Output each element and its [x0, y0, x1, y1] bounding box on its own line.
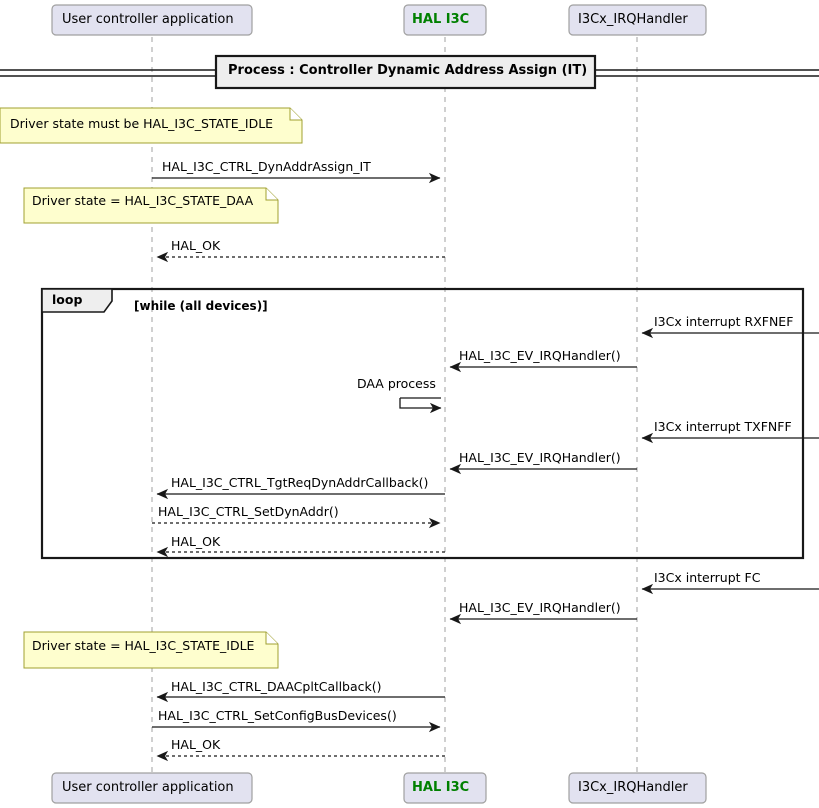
message-label-i3cx-interrupt-txfnff: I3Cx interrupt TXFNFF	[654, 419, 792, 434]
participant-label-hal-header: HAL I3C	[412, 12, 470, 27]
note-driver-state-idle-post	[23, 631, 279, 669]
note-text-driver-state-idle-post: Driver state = HAL_I3C_STATE_IDLE	[32, 638, 255, 653]
message-daa-process-self	[399, 397, 442, 414]
message-label-dynaddrassign-it: HAL_I3C_CTRL_DynAddrAssign_IT	[162, 159, 371, 174]
participant-label-user-header: User controller application	[62, 12, 234, 27]
message-label-daa-process: DAA process	[357, 376, 436, 391]
message-label-ev-irqhandler-1: HAL_I3C_EV_IRQHandler()	[459, 348, 621, 363]
process-divider	[0, 54, 819, 90]
participant-box-hal-footer[interactable]	[403, 772, 487, 804]
participant-label-irq-footer: I3Cx_IRQHandler	[578, 780, 688, 795]
participant-box-irq-header[interactable]	[568, 4, 707, 36]
message-label-daacpltcallback: HAL_I3C_CTRL_DAACpltCallback()	[171, 679, 382, 694]
participant-box-hal-header[interactable]	[403, 4, 487, 36]
note-driver-state-idle-pre	[0, 107, 303, 144]
participant-box-user-header[interactable]	[51, 4, 253, 36]
message-label-hal-ok-1: HAL_OK	[171, 238, 221, 253]
participant-box-user-footer[interactable]	[51, 772, 253, 804]
participant-box-irq-footer[interactable]	[568, 772, 707, 804]
participant-label-hal-footer: HAL I3C	[412, 780, 470, 795]
message-label-setconfigbusdevices: HAL_I3C_CTRL_SetConfigBusDevices()	[158, 708, 397, 723]
message-label-hal-ok-2: HAL_OK	[171, 534, 221, 549]
loop-frame-tab-label: loop	[52, 292, 83, 307]
loop-frame-guard-label: [while (all devices)]	[134, 299, 268, 313]
message-label-ev-irqhandler-3: HAL_I3C_EV_IRQHandler()	[459, 600, 621, 615]
note-text-driver-state-daa: Driver state = HAL_I3C_STATE_DAA	[32, 193, 254, 208]
message-label-ev-irqhandler-2: HAL_I3C_EV_IRQHandler()	[459, 450, 621, 465]
message-label-setdynaddr: HAL_I3C_CTRL_SetDynAddr()	[158, 504, 339, 519]
note-driver-state-daa	[23, 187, 279, 224]
message-label-i3cx-interrupt-fc: I3Cx interrupt FC	[654, 570, 761, 585]
message-label-hal-ok-3: HAL_OK	[171, 737, 221, 752]
note-text-driver-state-idle-pre: Driver state must be HAL_I3C_STATE_IDLE	[10, 116, 274, 131]
participant-label-irq-header: I3Cx_IRQHandler	[578, 12, 688, 27]
message-label-tgtreqdynaddrcallback: HAL_I3C_CTRL_TgtReqDynAddrCallback()	[171, 475, 429, 490]
message-label-i3cx-interrupt-rxfnef: I3Cx interrupt RXFNEF	[654, 314, 794, 329]
loop-frame	[40, 287, 805, 560]
process-divider-label: Process : Controller Dynamic Address Ass…	[228, 63, 588, 78]
participant-label-user-footer: User controller application	[62, 780, 234, 795]
